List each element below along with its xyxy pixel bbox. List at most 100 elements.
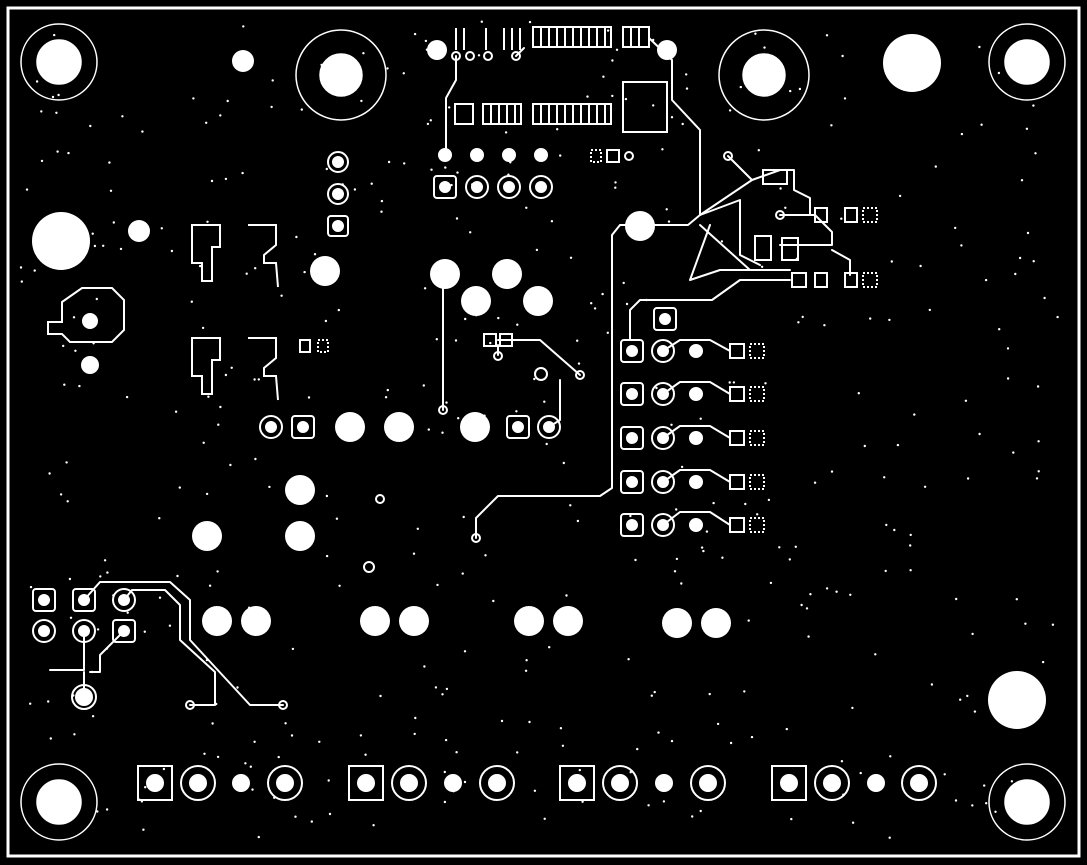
- stitch-via: [739, 85, 742, 89]
- stitch-via: [572, 610, 576, 613]
- terminal-pin: [267, 765, 303, 801]
- stitch-via: [40, 110, 43, 113]
- stitch-via: [444, 738, 448, 742]
- stitch-via: [254, 457, 257, 461]
- smd-pad: [862, 207, 878, 223]
- stitch-via: [489, 341, 492, 345]
- stitch-via: [586, 95, 589, 98]
- smd-pad: [862, 272, 878, 288]
- stitch-via: [1012, 451, 1015, 454]
- header-pin: [439, 181, 451, 193]
- stitch-via: [721, 556, 724, 559]
- stitch-via: [106, 571, 109, 574]
- stitch-via: [998, 328, 1001, 331]
- stitch-via: [219, 405, 222, 409]
- stitch-via: [550, 220, 554, 223]
- header-pin: [529, 175, 553, 199]
- stitch-via: [359, 734, 363, 737]
- stitch-via: [576, 519, 580, 523]
- stitch-via: [422, 384, 425, 387]
- stitch-via: [216, 570, 219, 573]
- stitch-via: [1018, 256, 1022, 260]
- stitch-via: [435, 338, 438, 341]
- stitch-via: [997, 71, 1001, 75]
- connector-pin: [659, 313, 671, 325]
- stitch-via: [1034, 152, 1037, 155]
- stitch-via: [174, 410, 178, 413]
- stitch-via: [665, 208, 668, 211]
- stitch-via: [138, 798, 141, 801]
- trace: [699, 199, 761, 266]
- smd-pad: [729, 517, 745, 533]
- stitch-via: [675, 508, 678, 511]
- stitch-via: [307, 396, 311, 399]
- stitch-via: [756, 513, 759, 516]
- stitch-via: [1014, 272, 1017, 276]
- header-pin: [503, 181, 515, 193]
- stitch-via: [645, 298, 648, 302]
- hole: [241, 606, 271, 636]
- stitch-via: [216, 755, 220, 759]
- stitch-via: [919, 73, 922, 77]
- stitch-via: [565, 594, 568, 597]
- stitch-via: [455, 751, 458, 754]
- stitch-via: [784, 206, 787, 209]
- stitch-via: [1056, 315, 1059, 319]
- header-pin: [78, 625, 90, 637]
- stitch-via: [960, 132, 964, 136]
- stitch-via: [712, 501, 715, 505]
- stitch-via: [835, 590, 838, 593]
- stitch-via: [569, 256, 573, 259]
- stitch-via: [224, 373, 228, 377]
- stitch-via: [403, 162, 406, 165]
- header-pin: [535, 181, 547, 193]
- stitch-via: [205, 492, 209, 496]
- hole: [285, 475, 315, 505]
- stitch-via: [429, 119, 432, 122]
- mount-hole-top-mid-ring: [295, 29, 387, 121]
- stitch-via: [324, 319, 328, 323]
- terminal-pin: [137, 765, 173, 801]
- stitch-via: [435, 51, 438, 55]
- connector-pin: [626, 519, 638, 531]
- stitch-via: [813, 481, 817, 484]
- mount-hole-bottom-left: [36, 779, 82, 825]
- stitch-via: [92, 342, 95, 345]
- stitch-via: [414, 716, 417, 720]
- stitch-via: [226, 99, 229, 103]
- stitch-via: [229, 463, 232, 467]
- stitch-via: [497, 316, 500, 320]
- stitch-via: [105, 647, 109, 650]
- connector-pin: [620, 470, 644, 494]
- stitch-via: [516, 323, 519, 326]
- hole: [232, 50, 254, 72]
- stitch-via: [67, 151, 70, 155]
- stitch-via: [73, 733, 76, 736]
- stitch-via: [463, 780, 467, 784]
- mount-hole-corner-tr-ring: [988, 23, 1066, 101]
- stitch-via: [365, 626, 368, 629]
- stitch-via: [332, 264, 335, 268]
- stitch-via: [702, 549, 705, 553]
- stitch-via: [535, 248, 539, 252]
- stitch-via: [661, 148, 664, 151]
- pad-dot: [689, 431, 703, 445]
- stitch-via: [84, 246, 87, 250]
- stitch-via: [291, 647, 295, 651]
- stitch-via: [464, 317, 467, 321]
- smd-pad: [483, 333, 497, 347]
- smd-pad: [791, 272, 807, 288]
- smd-pad: [814, 272, 828, 288]
- stitch-via: [680, 465, 684, 469]
- stitch-via: [685, 73, 688, 76]
- terminal-pin: [771, 765, 807, 801]
- stitch-via: [62, 344, 65, 348]
- header-pin: [32, 588, 56, 612]
- connector-pin: [651, 470, 675, 494]
- hole: [335, 412, 365, 442]
- stitch-via: [271, 79, 274, 82]
- stitch-via: [483, 414, 486, 417]
- stitch-via: [890, 260, 893, 263]
- stitch-via: [896, 443, 900, 447]
- stitch-via: [119, 247, 123, 251]
